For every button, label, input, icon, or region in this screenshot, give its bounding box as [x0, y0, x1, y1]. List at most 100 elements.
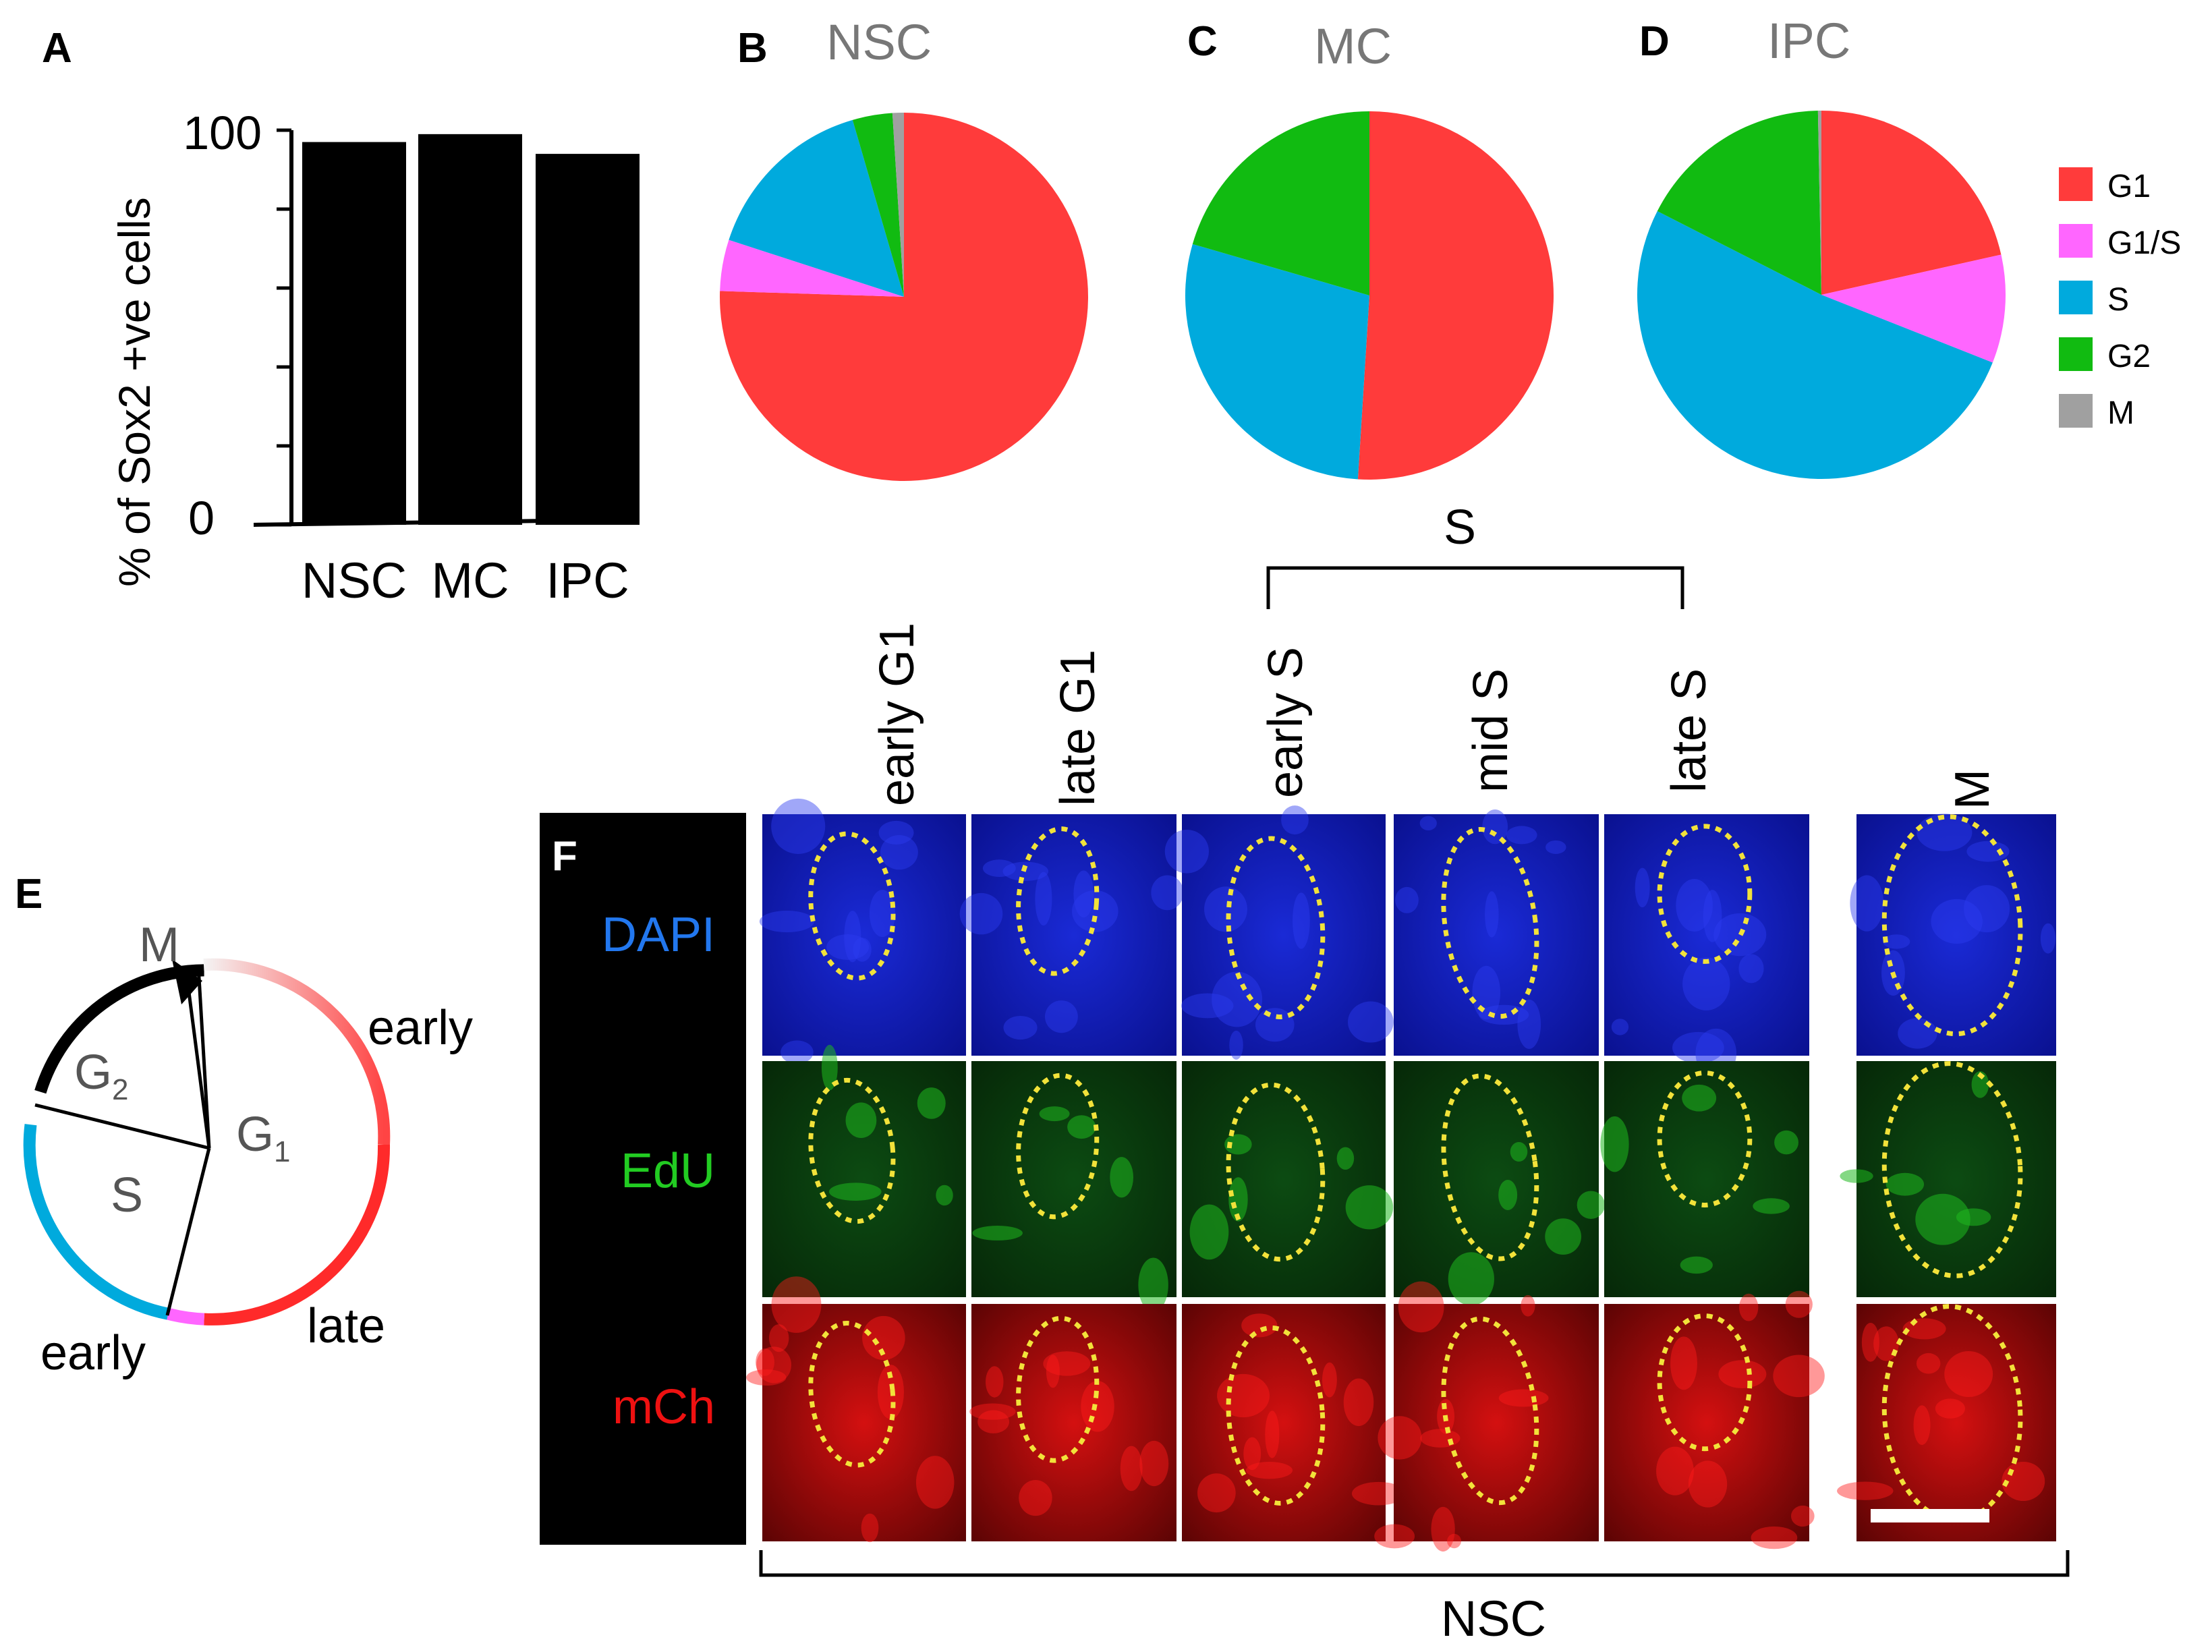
panel-letter-a: A	[42, 25, 72, 72]
cell-outline	[1226, 1082, 1326, 1262]
legend-label-g1: G1	[2107, 169, 2151, 204]
micrograph-dapi-5	[1604, 814, 1809, 1078]
pie-chart-mc	[1185, 111, 1554, 480]
pie-d-title: IPC	[1767, 13, 1850, 69]
scale-bar	[1871, 1509, 1989, 1522]
micrograph-mch-6	[1837, 1304, 2056, 1541]
cycle-label-early-top: early	[368, 1001, 473, 1055]
legend-swatch-g2	[2059, 337, 2093, 371]
pie-slice-s	[1637, 211, 1993, 479]
pie-slice-g2	[1192, 111, 1369, 295]
cell-outline	[1226, 1325, 1326, 1506]
column-headers: early G1 late G1 early S mid S late S M	[870, 623, 2000, 809]
row-label-edu: EdU	[621, 1144, 715, 1198]
panel-letter-c: C	[1187, 18, 1218, 65]
nsc-bracket-label: NSC	[1441, 1591, 1546, 1647]
cell-outline	[808, 1077, 896, 1224]
legend-label-m: M	[2107, 395, 2134, 431]
bar-mc	[418, 134, 522, 525]
legend-label-g1s: G1/S	[2107, 225, 2181, 261]
pie-slice-m	[892, 113, 904, 297]
micrograph-mch-5	[1604, 1290, 1825, 1549]
cell-outline	[1881, 1061, 2023, 1278]
pie-slice-g1	[1357, 111, 1554, 480]
micrograph-edu-6	[1840, 1061, 2056, 1297]
legend-swatch-m	[2059, 394, 2093, 428]
pie-slice-g2	[1657, 111, 1821, 295]
legend-swatch-g1s	[2059, 224, 2093, 258]
panel-letter-f: F	[552, 833, 577, 880]
cycle-arc-g1s	[166, 1307, 205, 1326]
column-header-early-s: early S	[1259, 647, 1313, 798]
bar-nsc	[302, 142, 406, 525]
bar-x-tick-label: IPC	[546, 552, 629, 608]
row-label-mch: mCh	[613, 1380, 715, 1434]
micrograph-mch-2	[969, 1304, 1176, 1541]
micrograph-edu-3	[1182, 1061, 1394, 1297]
legend-swatch-g1	[2059, 167, 2093, 201]
bar-y-axis-title: % of Sox2 +ve cells	[109, 197, 159, 587]
panel-letter-e: E	[15, 871, 42, 917]
column-header-early-g1: early G1	[870, 623, 924, 806]
micrograph-mch-3	[1182, 1304, 1406, 1541]
cell-outline	[1016, 826, 1100, 976]
cycle-line-s	[165, 1147, 211, 1316]
bar-y-tick-100: 100	[183, 107, 262, 159]
cycle-line-m	[196, 965, 211, 1149]
pie-slice-m	[1817, 111, 1821, 295]
cell-outline	[808, 1321, 896, 1468]
cell-outline	[1657, 1071, 1753, 1207]
pie-slice-s	[1185, 244, 1369, 480]
column-header-mid-s: mid S	[1464, 668, 1518, 793]
pie-slice-g1-s	[1821, 254, 2006, 363]
row-label-dapi: DAPI	[602, 908, 715, 962]
micrograph-dapi-2	[959, 814, 1184, 1056]
micrograph-grid	[746, 798, 2056, 1552]
micrograph-mch-4	[1374, 1281, 1599, 1552]
cell-outline	[1657, 1313, 1753, 1452]
pie-chart-ipc	[1637, 111, 2006, 479]
pie-slice-g2	[852, 113, 904, 297]
cell-outline	[1226, 836, 1326, 1019]
pie-slice-g1	[1821, 111, 2002, 295]
cell-outline	[1441, 827, 1539, 1019]
micrograph-dapi-3	[1164, 805, 1394, 1060]
column-header-late-s: late S	[1662, 668, 1716, 793]
cell-outline	[1441, 1316, 1539, 1506]
cell-outline	[1441, 1073, 1539, 1261]
cell-outline	[1016, 1073, 1100, 1220]
cycle-label-g1: G1	[236, 1108, 291, 1168]
micrograph-mch-1	[746, 1276, 966, 1543]
pie-c-title: MC	[1314, 18, 1392, 74]
bar-y-tick-0: 0	[188, 492, 215, 544]
micrograph-edu-5	[1600, 1061, 1809, 1297]
cycle-label-late: late	[307, 1299, 385, 1353]
cycle-label-early-bottom: early	[40, 1326, 146, 1380]
micrograph-dapi-1	[759, 798, 966, 1064]
pie-slice-s	[729, 119, 904, 297]
cycle-label-s: S	[111, 1168, 143, 1222]
cycle-label-m: M	[139, 918, 179, 972]
panel-letter-d: D	[1639, 18, 1670, 65]
legend-swatch-s	[2059, 281, 2093, 314]
bar-x-tick-label: NSC	[302, 552, 407, 608]
pie-chart-nsc	[720, 113, 1088, 481]
panel-letter-b: B	[737, 25, 768, 72]
cycle-arc-s	[23, 1124, 169, 1320]
cycle-line-m2	[184, 971, 211, 1149]
cell-cycle-diagram: M G2 G1 S early late early	[23, 918, 473, 1380]
cycle-line-g2	[34, 1103, 210, 1150]
cycle-label-g2: G2	[74, 1046, 129, 1106]
micrograph-dapi-6	[1850, 814, 2056, 1056]
pie-b-title: NSC	[826, 14, 932, 70]
column-header-m: M	[1946, 769, 2000, 809]
channel-label-column	[540, 813, 746, 1545]
micrograph-dapi-4	[1394, 809, 1599, 1056]
cell-outline	[1881, 814, 2023, 1037]
column-header-late-g1: late G1	[1051, 650, 1105, 806]
micrograph-edu-2	[971, 1061, 1176, 1313]
s-bracket	[1266, 566, 1684, 609]
legend: G1 G1/S S G2 M	[2059, 167, 2181, 431]
